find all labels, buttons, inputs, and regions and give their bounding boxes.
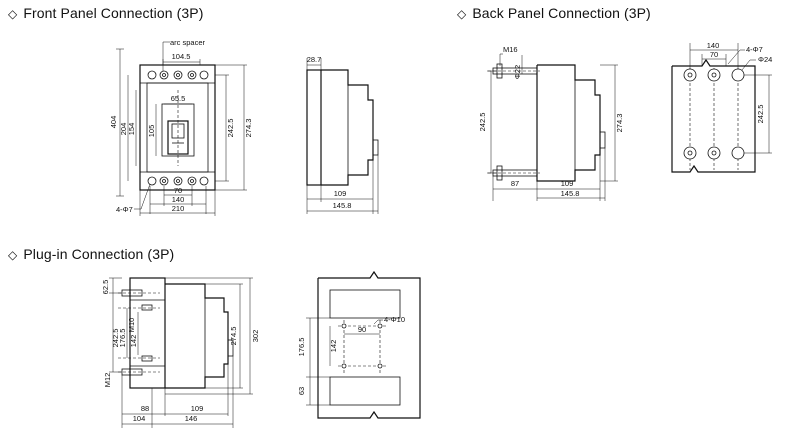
panel-phi24-label: Φ24 bbox=[758, 55, 772, 64]
plug-panel-dim-142: 142 bbox=[329, 340, 338, 353]
front-side-view: 28.7 109 145.8 bbox=[306, 55, 379, 214]
back-panel-cutout: 140 70 4-Φ7 Φ24 242.5 bbox=[671, 41, 772, 173]
front-dim-154: 154 bbox=[127, 123, 136, 136]
front-dim-140: 140 bbox=[172, 195, 185, 204]
panel-dim-70: 70 bbox=[710, 50, 718, 59]
back-phi22-label: Φ22 bbox=[513, 65, 522, 79]
plug-panel-dim-176-5: 176.5 bbox=[297, 338, 306, 357]
plug-panel-cutout: 4-Φ10 90 176.5 142 63 bbox=[297, 270, 421, 419]
side-dim-145-8: 145.8 bbox=[333, 201, 352, 210]
front-holes-label: 4-Φ7 bbox=[116, 205, 133, 214]
plug-m10-label: M10 bbox=[127, 318, 136, 333]
heading-back-label: Back Panel Connection (3P) bbox=[472, 5, 651, 21]
back-dim-87: 87 bbox=[511, 179, 519, 188]
plug-dim-88: 88 bbox=[141, 404, 149, 413]
front-dim-104-5: 104.5 bbox=[172, 52, 191, 61]
back-dim-145-8: 145.8 bbox=[561, 189, 580, 198]
back-m16-label: M16 bbox=[503, 45, 518, 54]
front-view: arc spacer 104.5 65.5 404 204 154 105 24… bbox=[109, 38, 253, 216]
plug-panel-dim-63: 63 bbox=[297, 387, 306, 395]
heading-plug-label: Plug-in Connection (3P) bbox=[23, 246, 175, 262]
front-dim-65-5: 65.5 bbox=[171, 94, 186, 103]
back-dim-274-3: 274.3 bbox=[615, 114, 624, 133]
heading-front-label: Front Panel Connection (3P) bbox=[23, 5, 204, 21]
plug-dim-146: 146 bbox=[185, 414, 198, 423]
panel-dim-140: 140 bbox=[707, 41, 720, 50]
plug-dim-62-5: 62.5 bbox=[101, 280, 110, 295]
front-dim-404: 404 bbox=[109, 116, 118, 129]
diamond-icon: ◇ bbox=[457, 7, 467, 21]
plug-panel-dim-90: 90 bbox=[358, 325, 366, 334]
plug-panel-holes-label: 4-Φ10 bbox=[384, 315, 405, 324]
plug-side-view: 62.5 242.5 176.5 M10 142 M12 274.5 302 8… bbox=[101, 277, 260, 428]
back-dim-109: 109 bbox=[561, 179, 574, 188]
back-dim-242-5: 242.5 bbox=[478, 113, 487, 132]
diamond-icon: ◇ bbox=[8, 7, 18, 21]
heading-plug-in: ◇ Plug-in Connection (3P) bbox=[8, 246, 174, 262]
panel-holes-label: 4-Φ7 bbox=[746, 45, 763, 54]
plug-dim-142: 142 bbox=[129, 335, 138, 348]
front-dim-274-3: 274.3 bbox=[244, 119, 253, 138]
side-dim-28-7: 28.7 bbox=[307, 55, 322, 64]
plug-dim-302: 302 bbox=[251, 330, 260, 343]
plug-m12-label: M12 bbox=[103, 373, 112, 388]
plug-dim-242-5: 242.5 bbox=[111, 329, 120, 348]
plug-dim-104: 104 bbox=[133, 414, 146, 423]
side-dim-109: 109 bbox=[334, 189, 347, 198]
front-arc-spacer-label: arc spacer bbox=[170, 38, 206, 47]
panel-dim-242-5: 242.5 bbox=[756, 105, 765, 124]
back-side-view: M16 Φ22 242.5 274.3 87 109 145.8 bbox=[478, 45, 624, 201]
plug-dim-176-5: 176.5 bbox=[118, 329, 127, 348]
heading-back-panel: ◇ Back Panel Connection (3P) bbox=[457, 5, 651, 21]
front-dim-105: 105 bbox=[147, 125, 156, 138]
front-dim-242-5: 242.5 bbox=[226, 119, 235, 138]
front-dim-204: 204 bbox=[119, 123, 128, 136]
plug-dim-109: 109 bbox=[191, 404, 204, 413]
heading-front-panel: ◇ Front Panel Connection (3P) bbox=[8, 5, 203, 21]
front-dim-210: 210 bbox=[172, 204, 185, 213]
diamond-icon: ◇ bbox=[8, 248, 18, 262]
front-dim-70: 70 bbox=[174, 186, 182, 195]
plug-dim-274-5: 274.5 bbox=[229, 327, 238, 346]
